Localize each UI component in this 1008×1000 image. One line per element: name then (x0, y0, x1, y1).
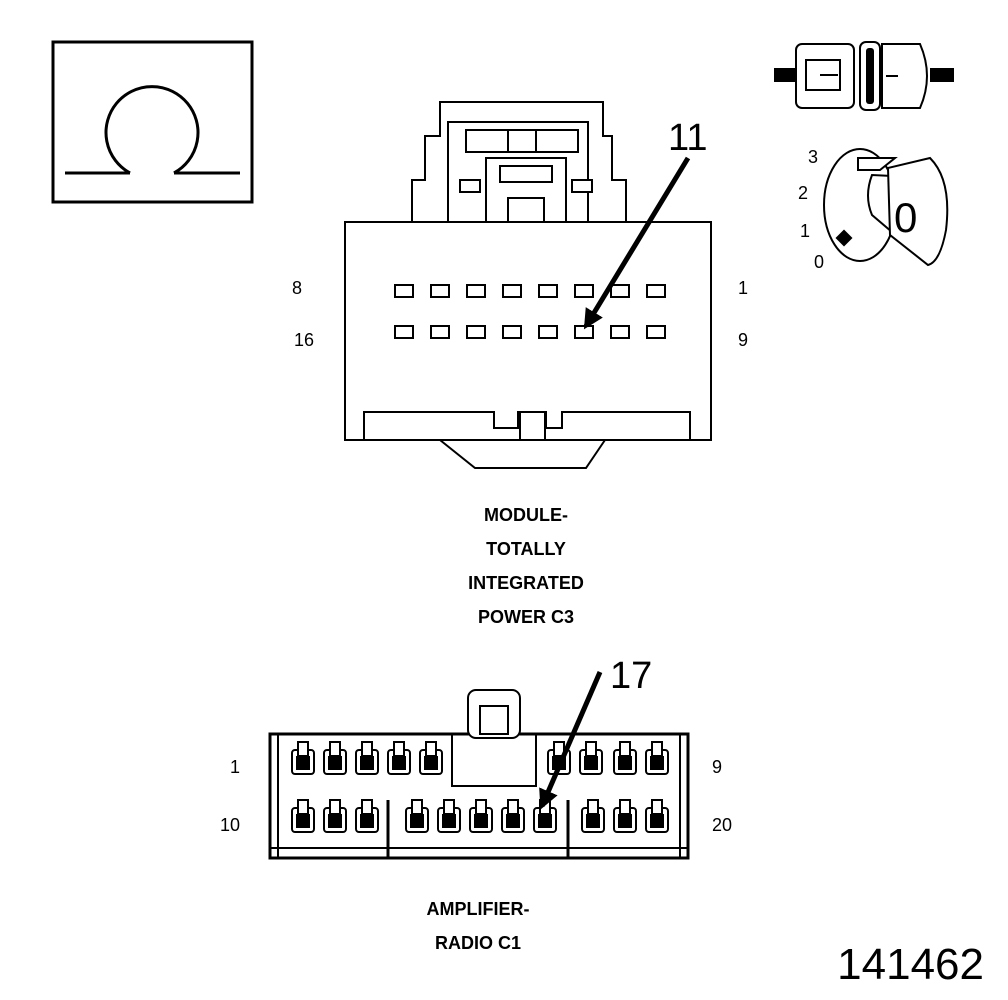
c1-pin-20-label: 20 (712, 815, 732, 835)
c3-pin-cavity (610, 284, 630, 298)
c1-callout-arrow (539, 671, 603, 810)
connector-c1: 1 9 10 20 17 (220, 655, 732, 860)
c3-caption-line-1: MODULE- (484, 505, 568, 525)
c3-caption: MODULE- TOTALLY INTEGRATED POWER C3 (426, 498, 626, 634)
c3-pin-8-label: 8 (292, 278, 302, 298)
c1-pin-terminal (613, 741, 637, 775)
ignition-position-3: 3 (808, 147, 818, 167)
c1-pin-1-label: 1 (230, 757, 240, 777)
c3-pin-cavity (394, 325, 414, 339)
c1-pin-terminal (581, 799, 605, 833)
c3-callout-arrow (583, 156, 691, 330)
c3-pin-9-label: 9 (738, 330, 748, 350)
c1-pin-9-label: 9 (712, 757, 722, 777)
c3-pin-cavity (430, 325, 450, 339)
c1-caption: AMPLIFIER- RADIO C1 (378, 892, 578, 960)
c1-pin-terminal (645, 799, 669, 833)
c1-pin-terminal (355, 741, 379, 775)
c1-pin-terminal (323, 799, 347, 833)
figure-id: 141462 (837, 940, 984, 989)
connector-c3: 8 1 16 9 11 (292, 101, 748, 469)
c1-callout-label: 17 (610, 655, 652, 697)
ignition-key-label: 0 (894, 194, 917, 241)
c3-pin-16-label: 16 (294, 330, 314, 350)
c3-pin-cavity (538, 284, 558, 298)
c3-pin-1-label: 1 (738, 278, 748, 298)
c1-terminal-row-bottom (291, 799, 669, 833)
c1-pin-terminal (419, 741, 443, 775)
c3-pin-cavity (574, 325, 594, 339)
c1-pin-terminal (437, 799, 461, 833)
c3-pin-cavity (394, 284, 414, 298)
c1-pin-terminal (291, 799, 315, 833)
c1-pin-terminal (579, 741, 603, 775)
c1-pin-10-label: 10 (220, 815, 240, 835)
c1-pin-terminal (323, 741, 347, 775)
ignition-key-icon: 3 2 1 0 0 (798, 147, 949, 272)
c1-caption-line-2: RADIO C1 (434, 933, 521, 953)
c1-pin-terminal (387, 741, 411, 775)
c3-pin-cavity (646, 284, 666, 298)
c3-pin-cavity (646, 325, 666, 339)
c3-callout-label: 11 (668, 117, 707, 159)
disconnect-connector-icon (774, 41, 954, 111)
c3-pin-cavity (430, 284, 450, 298)
ignition-position-2: 2 (798, 183, 808, 203)
c3-pin-cavity (574, 284, 594, 298)
c1-pin-terminal (613, 799, 637, 833)
c1-pin-terminal (501, 799, 525, 833)
c3-cavity-row-top (394, 284, 666, 298)
c1-pin-terminal (469, 799, 493, 833)
c3-caption-line-4: POWER C3 (477, 607, 574, 627)
c3-pin-cavity (502, 325, 522, 339)
c1-pin-terminal (645, 741, 669, 775)
c3-caption-line-2: TOTALLY (486, 539, 566, 559)
ignition-position-1: 1 (800, 221, 810, 241)
c3-caption-line-3: INTEGRATED (468, 573, 584, 593)
c3-pin-cavity (610, 325, 630, 339)
c3-pin-cavity (466, 284, 486, 298)
c3-pin-cavity (502, 284, 522, 298)
c1-pin-terminal (405, 799, 429, 833)
c3-cavity-row-bottom (394, 325, 666, 339)
ohmmeter-icon (51, 40, 254, 204)
c1-caption-line-1: AMPLIFIER- (426, 899, 530, 919)
c3-pin-cavity (466, 325, 486, 339)
ignition-position-0: 0 (814, 252, 824, 272)
c1-pin-terminal (355, 799, 379, 833)
c1-pin-terminal (291, 741, 315, 775)
c3-pin-cavity (538, 325, 558, 339)
